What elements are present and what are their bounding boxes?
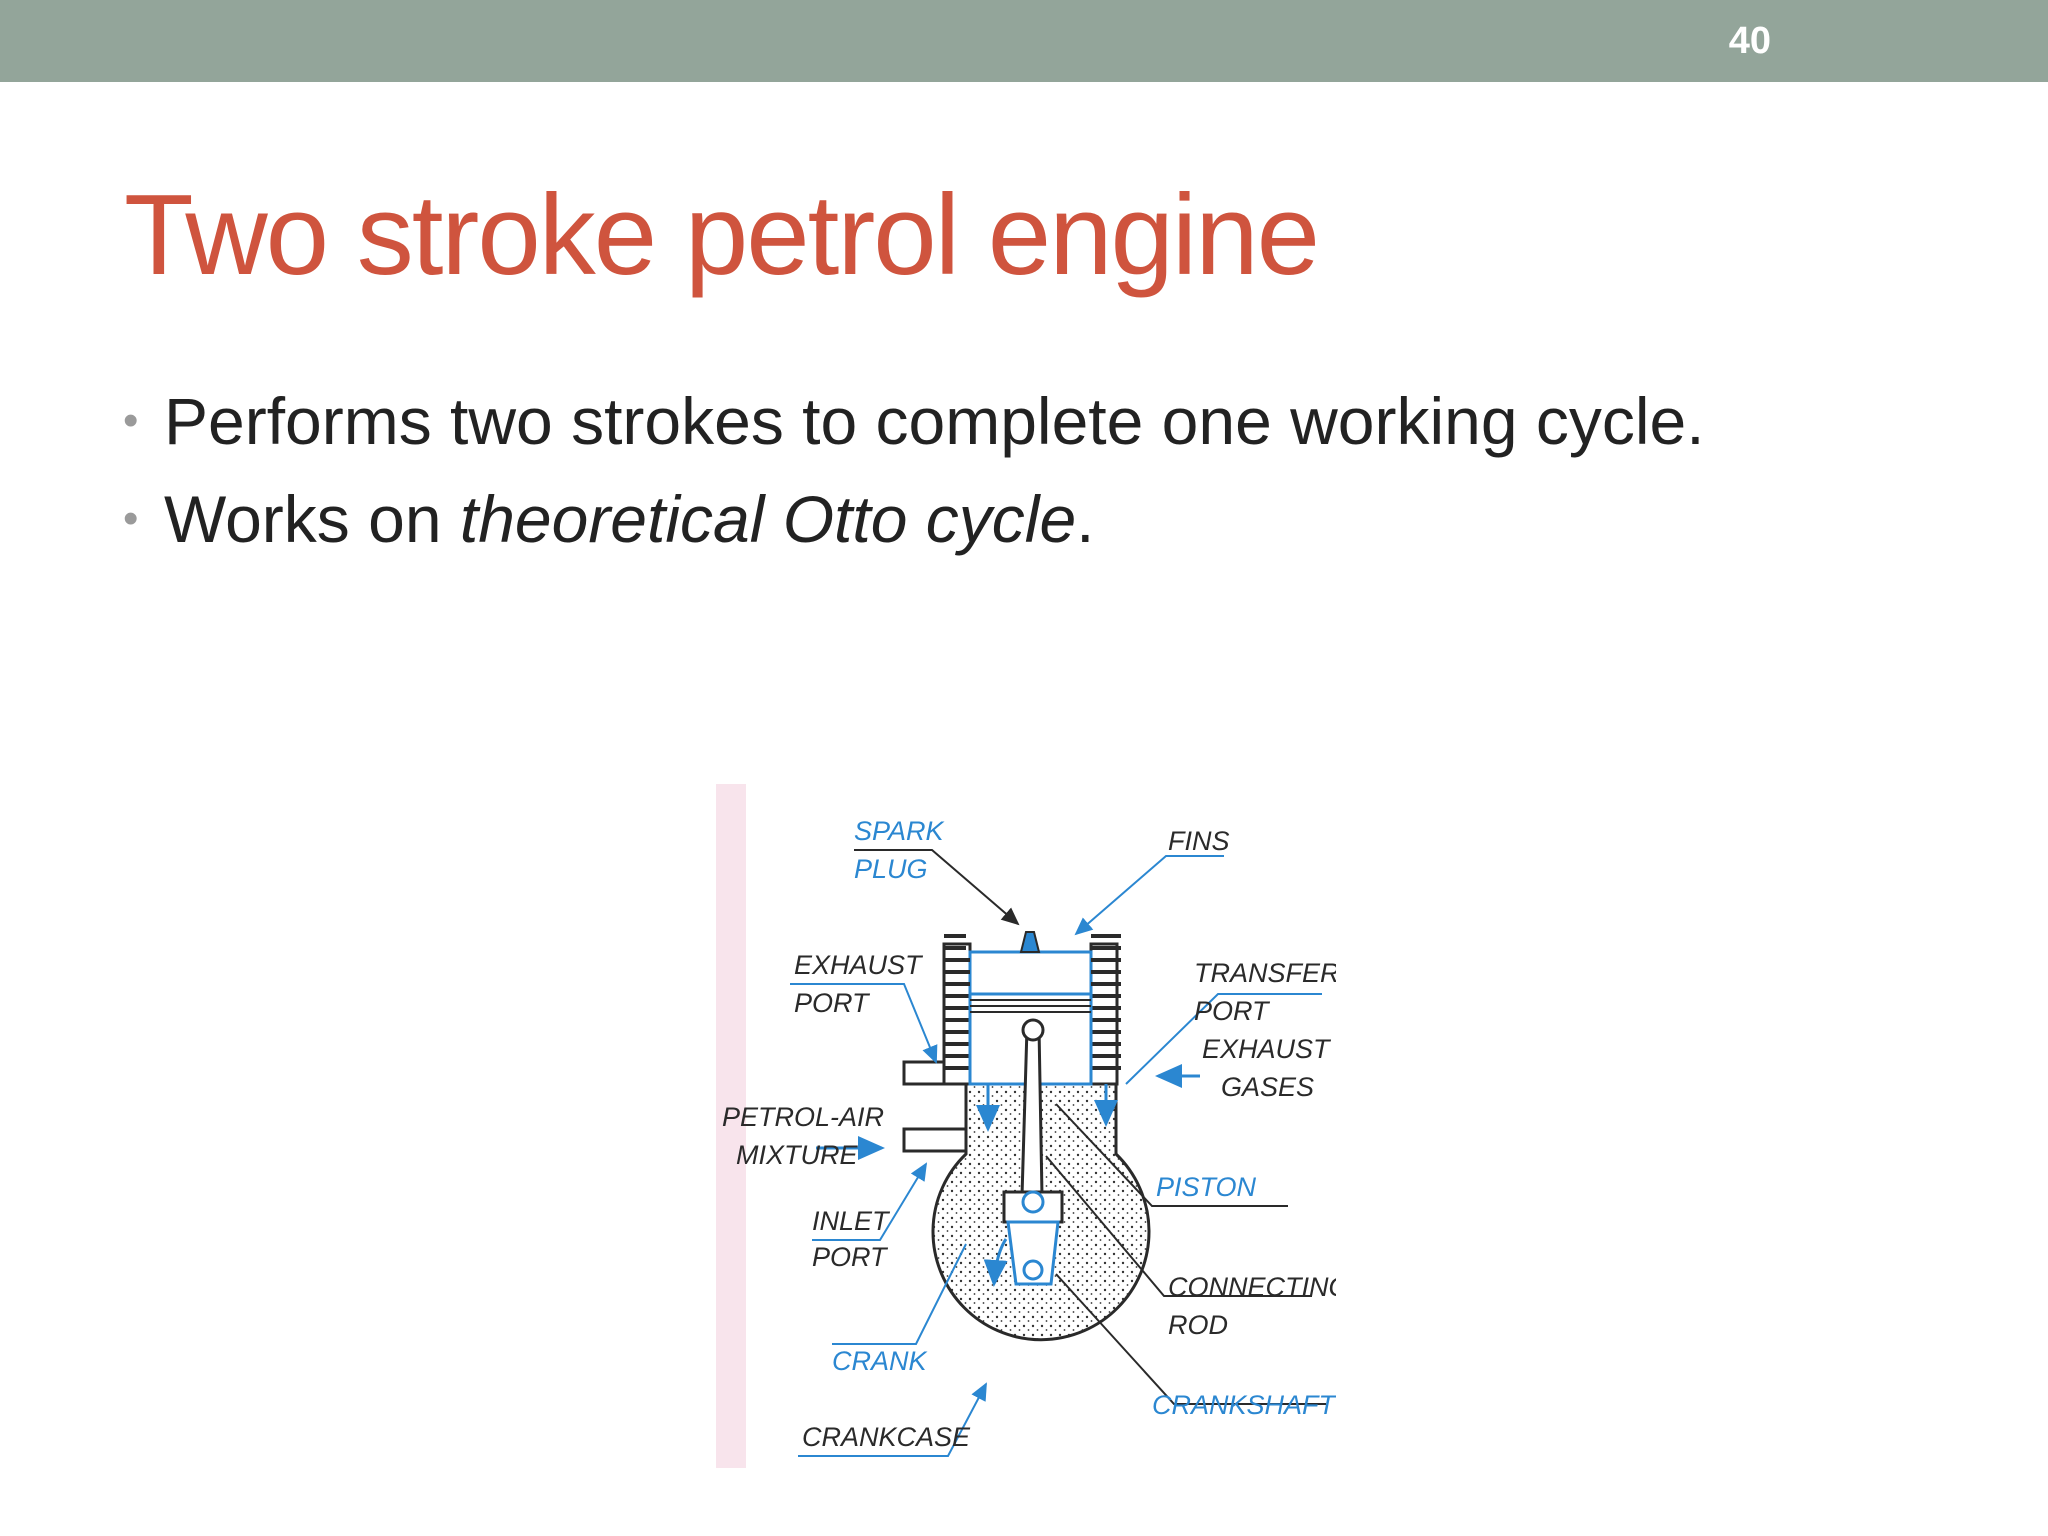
engine-diagram-svg: SPARK PLUG FINS EXHAUST PORT TRANSFER PO… [716, 784, 1336, 1468]
label-exhaust-gases: GASES [1221, 1072, 1314, 1102]
bullet-item: • Performs two strokes to complete one w… [118, 372, 1705, 470]
scan-edge [716, 784, 746, 1468]
label-exhaust-port: PORT [794, 988, 871, 1018]
bullet-item: • Works on theoretical Otto cycle. [118, 470, 1705, 568]
label-inlet-port: INLET [812, 1206, 891, 1236]
bullet-text-suffix: . [1076, 482, 1095, 556]
label-inlet-port: PORT [812, 1242, 889, 1272]
bullet-list: • Performs two strokes to complete one w… [118, 372, 1705, 568]
fins-shape [944, 934, 1121, 1070]
label-transfer-port: PORT [1194, 996, 1271, 1026]
label-exhaust-gases: EXHAUST [1202, 1034, 1332, 1064]
label-connecting-rod: CONNECTING [1168, 1272, 1336, 1302]
label-spark-plug: SPARK [854, 816, 945, 846]
label-crankshaft: CRANKSHAFT [1152, 1390, 1336, 1420]
label-petrol-air: MIXTURE [736, 1140, 858, 1170]
label-crankcase: CRANKCASE [802, 1422, 971, 1452]
ports [902, 1060, 968, 1153]
label-connecting-rod: ROD [1168, 1310, 1228, 1340]
bullet-dot: • [123, 396, 139, 445]
leader-lines [790, 849, 1326, 1457]
connecting-rod-shape [1002, 1018, 1064, 1286]
label-exhaust-port: EXHAUST [794, 950, 924, 980]
spark-plug-shape [1019, 931, 1041, 953]
top-bar: 40 [0, 0, 2048, 82]
slide-number: 40 [1728, 20, 1771, 62]
slide-title: Two stroke petrol engine [124, 172, 1320, 299]
label-fins: FINS [1168, 826, 1230, 856]
label-spark-plug: PLUG [854, 854, 928, 884]
bullet-dot: • [123, 494, 139, 543]
label-transfer-port: TRANSFER [1194, 958, 1336, 988]
engine-diagram: SPARK PLUG FINS EXHAUST PORT TRANSFER PO… [716, 784, 1336, 1468]
bullet-text-prefix: Works on [164, 482, 460, 556]
label-petrol-air: PETROL-AIR [722, 1102, 884, 1132]
flow-arrows [816, 1064, 1200, 1287]
bullet-text: Performs two strokes to complete one wor… [164, 384, 1705, 458]
label-piston: PISTON [1156, 1172, 1257, 1202]
label-crank: CRANK [832, 1346, 928, 1376]
bullet-text-emphasis: theoretical Otto cycle [459, 482, 1077, 556]
